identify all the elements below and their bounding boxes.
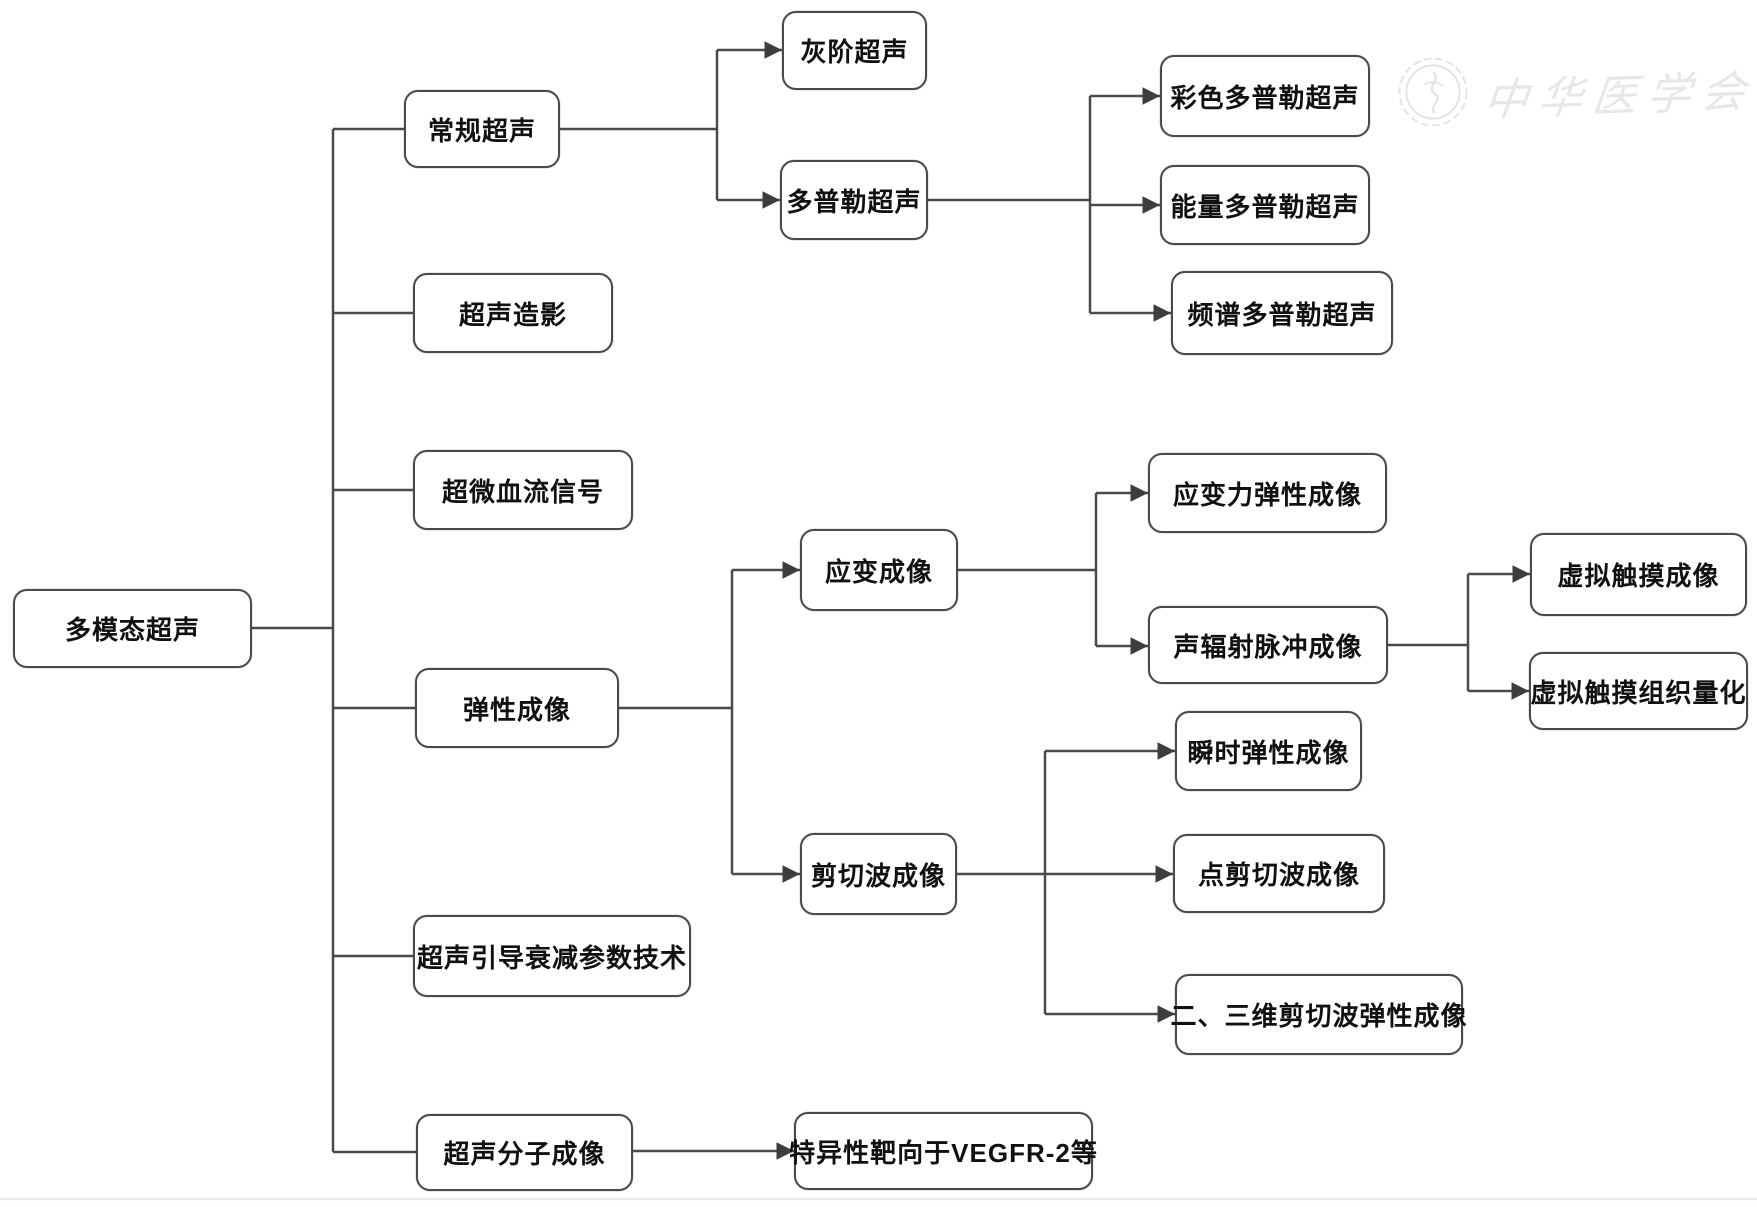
edge-shearwave-stem	[957, 751, 1047, 1014]
page-bottom-border	[0, 1198, 1757, 1200]
node-strain-force-elastography: 应变力弹性成像	[1148, 453, 1387, 533]
node-contrast-enhanced-ultrasound: 超声造影	[413, 273, 613, 353]
node-grayscale-ultrasound: 灰阶超声	[782, 11, 927, 90]
edge-doppler-stem	[928, 96, 1092, 313]
node-shear-wave-imaging: 剪切波成像	[800, 833, 957, 915]
node-doppler-ultrasound: 多普勒超声	[780, 160, 928, 240]
edge-elastography-stem	[619, 570, 734, 874]
node-molecular-imaging: 超声分子成像	[416, 1114, 633, 1191]
node-root: 多模态超声	[13, 589, 252, 668]
node-acoustic-radiation-force-impulse: 声辐射脉冲成像	[1148, 606, 1388, 684]
node-strain-imaging: 应变成像	[800, 529, 958, 611]
node-color-doppler: 彩色多普勒超声	[1160, 55, 1370, 137]
node-virtual-touch-imaging: 虚拟触摸成像	[1530, 533, 1747, 616]
edge-arfi-stem	[1388, 574, 1470, 691]
node-power-doppler: 能量多普勒超声	[1160, 165, 1370, 245]
node-elastography: 弹性成像	[415, 668, 619, 748]
node-conventional-ultrasound: 常规超声	[404, 90, 560, 168]
node-virtual-touch-quantification: 虚拟触摸组织量化	[1529, 652, 1748, 730]
node-point-shear-wave: 点剪切波成像	[1173, 834, 1385, 913]
node-attenuation-parameter: 超声引导衰减参数技术	[413, 915, 691, 997]
node-micro-flow-signal: 超微血流信号	[413, 450, 633, 530]
edge-conventional-stem	[560, 50, 719, 200]
node-vegfr-targeted: 特异性靶向于VEGFR-2等	[789, 1112, 1097, 1190]
edge-strain-stem	[958, 493, 1098, 646]
node-spectral-doppler: 频谱多普勒超声	[1171, 271, 1393, 355]
node-2d-3d-shear-wave: 二、三维剪切波弹性成像	[1171, 974, 1467, 1055]
node-transient-elastography: 瞬时弹性成像	[1175, 711, 1362, 791]
page-bottom-margin	[0, 1200, 1757, 1207]
